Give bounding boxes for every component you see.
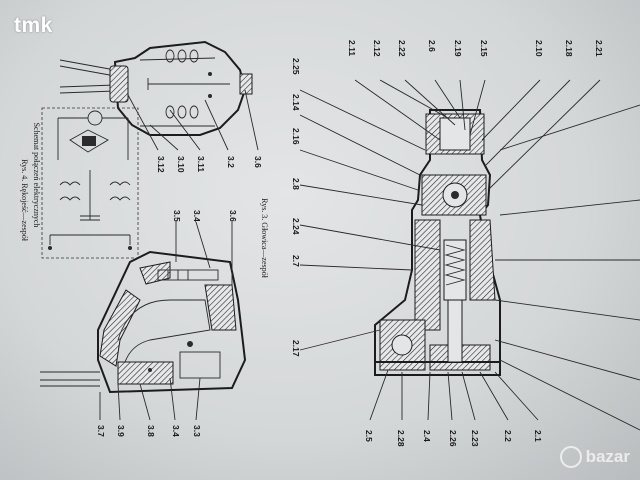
label-2-8: 2.8 (291, 178, 301, 190)
watermark-tmk: tmk (14, 14, 53, 37)
label-2-1: 2.1 (533, 430, 543, 442)
schematic-caption: Schemat połączeń elektrycznych (32, 123, 41, 228)
label-2-14: 2.14 (291, 94, 301, 111)
label-2-10: 2.10 (534, 40, 544, 57)
motor-housing-drawing (59, 40, 253, 136)
label-3-10: 3.10 (176, 156, 186, 173)
label-3-9: 3.9 (116, 425, 126, 437)
handle-labels: 3.5 3.4 3.6 3.7 3.9 3.8 3.4 3.3 (96, 210, 238, 437)
label-2-25: 2.25 (291, 58, 301, 75)
label-2-5: 2.5 (364, 430, 374, 442)
head-left-labels: 2.25 2.14 2.16 2.8 2.24 2.7 2.17 (291, 58, 301, 357)
motor-labels: 3.12 3.10 3.11 3.2 3.6 (156, 156, 263, 173)
label-2-18: 2.18 (564, 40, 574, 57)
label-2-28: 2.28 (396, 430, 406, 447)
label-2-24: 2.24 (291, 218, 301, 235)
bazar-logo-icon (559, 446, 582, 468)
label-2-17: 2.17 (291, 340, 301, 357)
label-2-7: 2.7 (291, 255, 301, 267)
wiring-schematic: Schemat połączeń elektrycznych (32, 107, 139, 259)
label-2-19: 2.19 (453, 40, 463, 57)
label-2-15: 2.15 (479, 40, 489, 57)
label-3-6: 3.6 (253, 156, 263, 168)
watermark-bazar: bazar (559, 446, 630, 468)
watermark-bazar-text: bazar (585, 447, 630, 466)
label-2-12: 2.12 (372, 40, 382, 57)
head-leaders (299, 79, 640, 431)
label-3-4b: 3.4 (171, 425, 181, 437)
fig3-caption: Rys. 3. Głowica—zespół (260, 198, 269, 278)
label-3-7: 3.7 (96, 425, 106, 437)
fig4-caption: Rys. 4. Rękojeść—zespół (20, 159, 29, 242)
label-2-16: 2.16 (291, 128, 301, 145)
label-2-23: 2.23 (470, 430, 480, 447)
label-2-26: 2.26 (448, 430, 458, 447)
label-3-6b: 3.6 (228, 210, 238, 222)
head-bottom-labels: 2.5 2.28 2.4 2.26 2.23 2.2 2.1 (364, 430, 543, 447)
label-3-4: 3.4 (192, 210, 202, 222)
head-top-labels: 2.11 2.12 2.22 2.6 2.19 2.15 2.10 2.18 2… (347, 40, 604, 57)
label-3-3: 3.3 (192, 425, 202, 437)
head-drawing (374, 109, 501, 376)
handle-drawing (40, 250, 247, 394)
label-2-2: 2.2 (503, 430, 513, 442)
label-3-8: 3.8 (146, 425, 156, 437)
label-3-12: 3.12 (156, 156, 166, 173)
label-2-6: 2.6 (427, 40, 437, 52)
label-2-4: 2.4 (422, 430, 432, 442)
label-3-2: 3.2 (226, 156, 236, 168)
label-2-21: 2.21 (594, 40, 604, 57)
handle-leaders (99, 221, 233, 421)
label-3-11: 3.11 (196, 156, 206, 172)
label-3-5: 3.5 (172, 210, 182, 222)
label-2-22: 2.22 (397, 40, 407, 57)
motor-leaders (127, 89, 259, 151)
label-2-11: 2.11 (347, 40, 357, 56)
